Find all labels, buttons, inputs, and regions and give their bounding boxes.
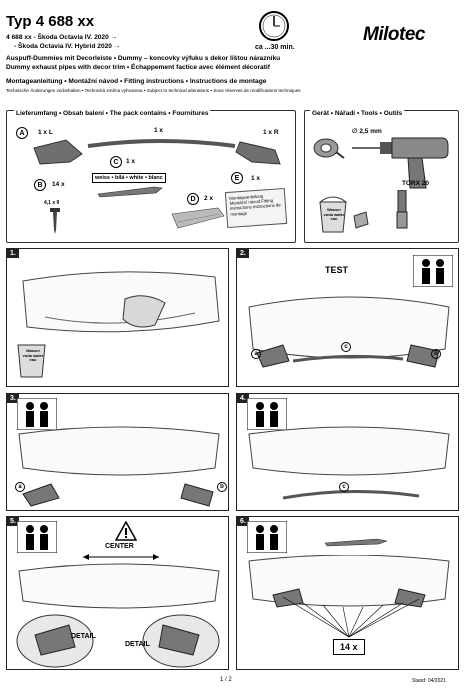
two-persons-icon — [413, 255, 453, 287]
step-1-illustration — [22, 271, 220, 333]
item-b-size: 4,1 x 9 — [44, 200, 60, 206]
page-number: 1 / 2 — [220, 677, 232, 683]
item-a-marker: A — [16, 127, 28, 139]
step-2-panel: 2. TEST a b c — [236, 248, 459, 387]
water-bucket-icon — [17, 344, 46, 378]
part-b-marker: b — [431, 349, 441, 359]
drill-icon — [352, 137, 449, 189]
two-persons-icon — [17, 398, 57, 430]
item-b-marker: B — [34, 179, 46, 191]
screw-count-label: 14 x — [333, 639, 365, 655]
drill-size: ∅ 2,5 mm — [352, 128, 382, 135]
torx-label: TORX 20 — [402, 180, 429, 187]
bucket-label: Wasser voda water eau — [323, 207, 345, 222]
part-c-marker: c — [339, 482, 349, 492]
description-line-1: Auspuff-Dummies mit Decorleiste • Dummy … — [6, 55, 281, 62]
step-5-panel: 5. CENTER DETAIL DETAIL — [6, 516, 229, 670]
part-c-marker: c — [341, 342, 351, 352]
step-4-illustration — [248, 426, 450, 500]
clock-icon — [259, 11, 289, 41]
exhaust-trim-parts-image — [33, 139, 281, 165]
step-5-illustration — [16, 554, 220, 668]
item-a-mid-qty: 1 x — [154, 127, 164, 134]
contents-heading: Lieferumfang • Obsah balení • The pack c… — [14, 110, 211, 117]
step-4-panel: 4. c — [236, 393, 459, 511]
step-1-panel: 1. Wasser voda water eau — [6, 248, 229, 387]
vehicle-line-2: - Škoda Octavia IV. Hybrid 2020 → — [14, 43, 121, 50]
notice-line: Technische Änderungen vorbehalten • Tech… — [6, 88, 301, 93]
step-3-illustration — [18, 426, 220, 507]
item-a-right-qty: 1 x R — [263, 129, 279, 136]
item-d-qty: 2 x — [204, 195, 214, 202]
part-a-marker: a — [15, 482, 25, 492]
tools-heading: Gerät • Nářadí • Tools • Outils — [310, 110, 405, 117]
warning-icon — [115, 521, 137, 541]
item-c-qty: 1 x — [126, 158, 136, 165]
item-b-qty: 14 x — [52, 181, 65, 188]
screw-icon — [50, 208, 60, 234]
detail-label-left: DETAIL — [71, 633, 96, 640]
step-number: 5. — [7, 517, 19, 526]
item-c-label: weiss • bílá • white • blanc — [92, 173, 166, 183]
center-label: CENTER — [105, 543, 134, 550]
step-3-panel: 3. a b — [6, 393, 229, 511]
marker-pen-image — [97, 186, 163, 198]
step-number: 6. — [237, 517, 249, 526]
marker-pen-image — [324, 538, 388, 547]
part-a-marker: a — [251, 349, 261, 359]
vehicle-line-1: 4 688 xx - Škoda Octavia IV. 2020 → — [6, 34, 118, 41]
description-line-2: Dummy exhaust pipes with decor trim • Éc… — [6, 64, 270, 71]
instructions-line: Montageanleitung • Montážní návod • Fitt… — [6, 78, 267, 85]
part-b-marker: b — [217, 482, 227, 492]
instructions-sheet: Montageanleitung Montážní návod Fitting … — [224, 187, 288, 229]
sponge-icon — [353, 211, 369, 229]
item-e-qty: 1 x — [251, 175, 261, 182]
two-persons-icon — [247, 398, 287, 430]
step-number: 1. — [7, 249, 19, 258]
step-number: 3. — [7, 394, 19, 403]
item-c-marker: C — [110, 156, 122, 168]
step-6-illustration — [248, 555, 450, 638]
item-a-left-qty: 1 x L — [38, 129, 53, 136]
brand-logo: Milotec — [363, 24, 425, 45]
time-label: ca ...30 min. — [255, 44, 295, 51]
water-bucket-icon — [319, 196, 347, 233]
step-2-illustration — [248, 296, 450, 368]
two-persons-icon — [17, 521, 57, 553]
step-number: 4. — [237, 394, 249, 403]
step-number: 2. — [237, 249, 249, 258]
bucket-label: Wasser voda water eau — [22, 348, 44, 363]
two-persons-icon — [247, 521, 287, 553]
step-6-panel: 6. 14 x — [236, 516, 459, 670]
detail-label-right: DETAIL — [125, 641, 150, 648]
test-label: TEST — [325, 265, 349, 275]
product-code: Typ 4 688 xx — [6, 13, 95, 30]
cleaning-cloth-image — [171, 207, 225, 229]
torx-bit-icon — [396, 190, 408, 229]
revision-date: Stand: 04/2021 — [412, 678, 446, 684]
item-e-marker: E — [231, 172, 243, 184]
item-d-marker: D — [187, 193, 199, 205]
tape-roll-icon — [313, 138, 345, 159]
